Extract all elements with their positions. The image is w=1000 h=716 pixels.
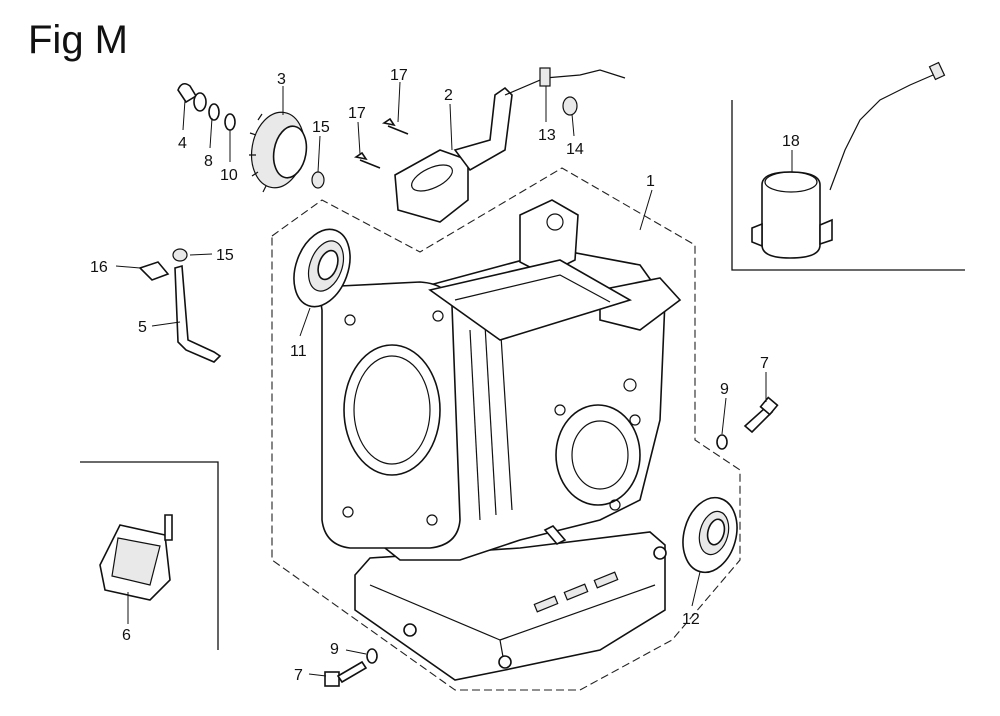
callout-9-bottom: 9	[330, 641, 339, 658]
callout-2: 2	[444, 87, 453, 104]
engine-mount	[99, 514, 173, 601]
callout-4: 4	[178, 135, 187, 152]
callout-17-top: 17	[390, 67, 408, 84]
callout-10: 10	[220, 167, 238, 184]
callout-7-right: 7	[760, 355, 769, 372]
breather-assembly	[353, 67, 626, 223]
crankcase	[320, 199, 682, 681]
callout-14: 14	[566, 141, 584, 158]
figure-title: Fig M	[28, 18, 128, 62]
callout-3: 3	[277, 71, 286, 88]
oil-alert-unit	[751, 61, 946, 259]
flange-bolt-right	[716, 396, 779, 450]
callout-18: 18	[782, 133, 800, 150]
leader-lines	[115, 81, 793, 677]
callout-12: 12	[682, 611, 700, 628]
flange-bolt-bottom	[324, 648, 378, 687]
callout-6: 6	[122, 627, 131, 644]
assembly-outline	[271, 167, 741, 691]
callout-7-bottom: 7	[294, 667, 303, 684]
governor-small-parts	[177, 82, 325, 189]
oil-seal	[682, 496, 738, 574]
oil-drain-pipe	[138, 248, 222, 363]
callout-17-left: 17	[348, 105, 366, 122]
callout-15-mid: 15	[216, 247, 234, 264]
callout-11: 11	[290, 343, 307, 360]
governor-gear	[249, 111, 308, 193]
callout-5: 5	[138, 319, 147, 336]
callouts: 1 2 3 4 5 6 7 7 8 9 9 10 11 12 13 14 15 …	[90, 67, 800, 684]
inset-frame-oil-alert	[731, 100, 965, 271]
callout-9-right: 9	[720, 381, 729, 398]
callout-1: 1	[646, 173, 655, 190]
callout-8: 8	[204, 153, 213, 170]
callout-15-top: 15	[312, 119, 330, 136]
callout-16: 16	[90, 259, 108, 276]
inset-frame-mount	[80, 461, 219, 650]
ball-bearing	[293, 228, 351, 308]
callout-13: 13	[538, 127, 556, 144]
